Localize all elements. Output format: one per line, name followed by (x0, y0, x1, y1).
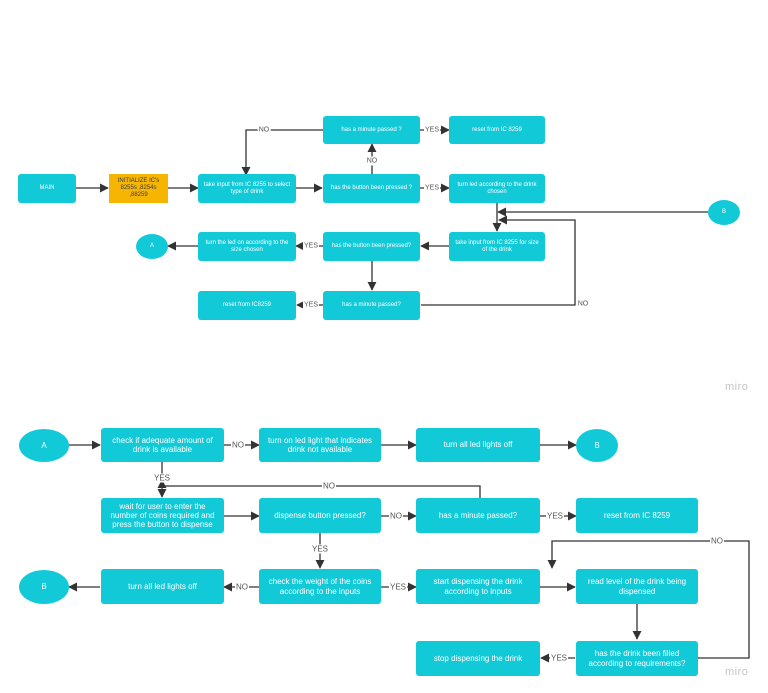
drink-filled-node: has the drink been filled according to r… (576, 641, 698, 676)
label-yes: YES (302, 241, 320, 251)
connector-a-node: A (19, 429, 69, 462)
main-node: MAIN (18, 174, 76, 203)
label-no: NO (322, 481, 336, 491)
label-no: NO (231, 440, 245, 450)
label-yes: YES (388, 582, 408, 592)
label-no: NO (576, 299, 590, 309)
edge-minute-no-back (241, 129, 323, 176)
stop-dispensing-node: stop dispensing the drink (416, 641, 540, 676)
miro-watermark: miro (725, 381, 749, 393)
label-yes: YES (152, 473, 172, 483)
label-yes: YES (545, 511, 565, 521)
led-not-available-node: turn on led light that indicates drink n… (259, 428, 381, 462)
label-yes: YES (423, 125, 441, 135)
label-yes: YES (549, 653, 569, 663)
edge-minute2-no-loop (421, 215, 576, 306)
connector-b-node-top: B (708, 200, 740, 225)
check-weight-node: check the weight of the coins according … (259, 569, 381, 604)
all-lights-off-node-1: turn all led lights off (416, 428, 540, 462)
edge-minute-no-back-wait (157, 479, 481, 498)
label-no: NO (710, 536, 724, 546)
label-yes: YES (310, 544, 330, 554)
button-pressed-node-1: has the button been pressed ? (323, 174, 420, 203)
label-no: NO (257, 125, 271, 135)
all-lights-off-node-2: turn all led lights off (101, 569, 224, 604)
miro-watermark: miro (725, 666, 749, 678)
connector-b-node-right: B (576, 429, 618, 462)
wait-coins-node: wait for user to enter the number of coi… (101, 498, 224, 533)
check-drink-node: check if adequate amount of drink is ava… (101, 428, 224, 462)
minute-passed-node-1: has a minute passed ? (323, 116, 420, 144)
minute-passed-node: has a minute passed? (416, 498, 540, 533)
connector-a-node-top: A (136, 234, 168, 259)
reset-node: reset from IC 8259 (576, 498, 698, 533)
start-dispensing-node: start dispensing the drink according to … (416, 569, 540, 604)
label-yes: YES (302, 300, 320, 310)
turn-led-size-node: turn the led on according to the size ch… (198, 232, 296, 261)
minute-passed-node-2: has a minute passed? (323, 291, 420, 320)
take-input-size-node: take input from IC 8255 for size of the … (449, 232, 545, 261)
label-yes: YES (423, 183, 441, 193)
dispense-pressed-node: dispense button pressed? (259, 498, 381, 533)
reset-node-1: reset from IC 8259 (449, 116, 545, 144)
connector-b-node-left: B (19, 570, 69, 604)
read-level-node: read level of the drink being dispensed (576, 569, 698, 604)
edge-filled-no-loop (547, 540, 750, 659)
label-no: NO (389, 511, 403, 521)
label-no: NO (365, 156, 379, 166)
init-node: INITIALIZE IC's 8255s ,8254s ,88259 (109, 174, 168, 203)
label-no: NO (235, 582, 249, 592)
take-input-type-node: take input from IC 8255 to select type o… (198, 174, 296, 203)
turn-led-chosen-node: turn led according to the drink chosen (449, 174, 545, 203)
button-pressed-node-2: has the button been pressed? (323, 232, 420, 261)
reset-node-2: reset from IC8259 (198, 291, 296, 320)
